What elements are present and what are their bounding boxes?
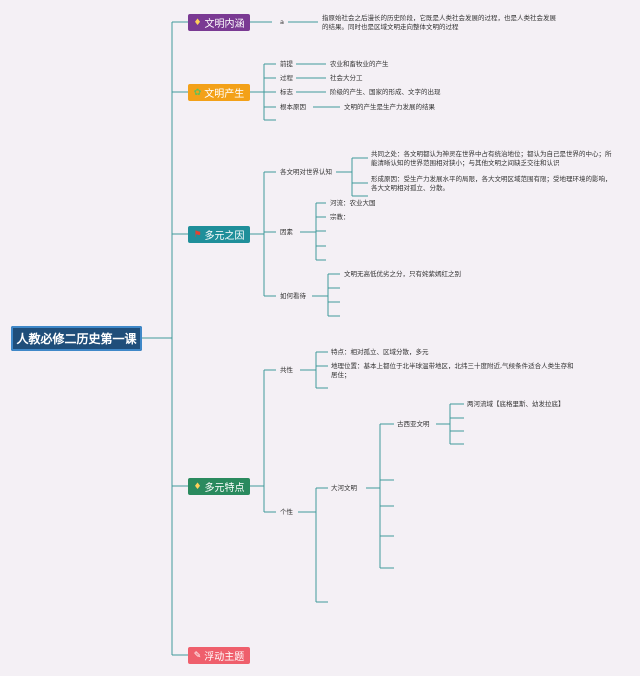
chansheng-value-biaozhi[interactable]: 阶级的产生、国家的形成、文字的出现 [330,88,441,96]
leaf-icon: ✿ [193,87,202,98]
chansheng-value-qianti[interactable]: 农业和畜牧业的产生 [330,60,389,68]
neihan-key[interactable]: a [280,18,284,26]
topic-label: 文明产生 [204,89,245,100]
xiya-wenming[interactable]: 古西亚文明 [397,420,430,428]
gem-icon: ♦ [193,481,202,492]
neihan-text[interactable]: 指原始社会之后漫长的历史阶段，它既是人类社会发展的过程，也是人类社会发展的结果。… [322,14,556,31]
chansheng-label-genben[interactable]: 根本原因 [280,103,306,111]
lianghe-liuyu[interactable]: 两河流域【底格里斯、幼发拉底】 [467,400,565,408]
topic-wenming-neihan[interactable]: ♦ 文明内涵 [188,14,250,31]
renzhi-label[interactable]: 各文明对世界认知 [280,168,332,176]
pencil-icon: ✎ [193,650,202,661]
root-title: 人教必修二历史第一课 [16,332,137,346]
topic-label: 多元特点 [204,483,245,494]
renzhi-gongtong[interactable]: 共同之处：各文明都认为神灵在世界中占有统治地位；都认为自己是世界的中心；所能清晰… [371,150,612,167]
gongxing-dili[interactable]: 地理位置：基本上都位于北半球温带地区，北纬三十度附近,气候条件适合人类生存和居住… [331,362,574,379]
renzhi-xingcheng[interactable]: 形成原因：受生产力发展水平的局限，各大文明区域范围有限；受地理环境的影响，各大文… [371,175,612,192]
kandai-label[interactable]: 如何看待 [280,292,306,300]
topic-label: 文明内涵 [204,19,245,30]
root-topic[interactable]: 人教必修二历史第一课 [11,326,142,351]
dahe-wenming[interactable]: 大河文明 [331,484,357,492]
yinsu-label[interactable]: 因素 [280,228,293,236]
topic-wenming-chansheng[interactable]: ✿ 文明产生 [188,84,250,101]
topic-duoyuan-tedian[interactable]: ♦ 多元特点 [188,478,250,495]
chansheng-label-qianti[interactable]: 前提 [280,60,293,68]
gexing-label[interactable]: 个性 [280,508,293,516]
gongxing-label[interactable]: 共性 [280,366,293,374]
chansheng-label-guocheng[interactable]: 过程 [280,74,293,82]
chansheng-value-genben[interactable]: 文明的产生是生产力发展的结果 [344,103,435,111]
topic-duoyuan-zhiyin[interactable]: ⚑ 多元之因 [188,226,250,243]
yinsu-item-zongjiao[interactable]: 宗教： [330,213,350,221]
yinsu-item-heliu[interactable]: 河流：农业大国 [330,199,376,207]
chansheng-value-guocheng[interactable]: 社会大分工 [330,74,363,82]
chansheng-label-biaozhi[interactable]: 标志 [280,88,293,96]
topic-label: 浮动主题 [204,652,245,663]
topic-label: 多元之因 [204,231,245,242]
flag-icon: ⚑ [193,229,202,240]
gongxing-tedian[interactable]: 特点：相对孤立、区域分散，多元 [331,348,429,356]
gem-icon: ♦ [193,17,202,28]
topic-fudong-zhuti[interactable]: ✎ 浮动主题 [188,647,250,664]
kandai-item[interactable]: 文明无高低优劣之分，只有姹紫嫣红之别 [344,270,461,278]
